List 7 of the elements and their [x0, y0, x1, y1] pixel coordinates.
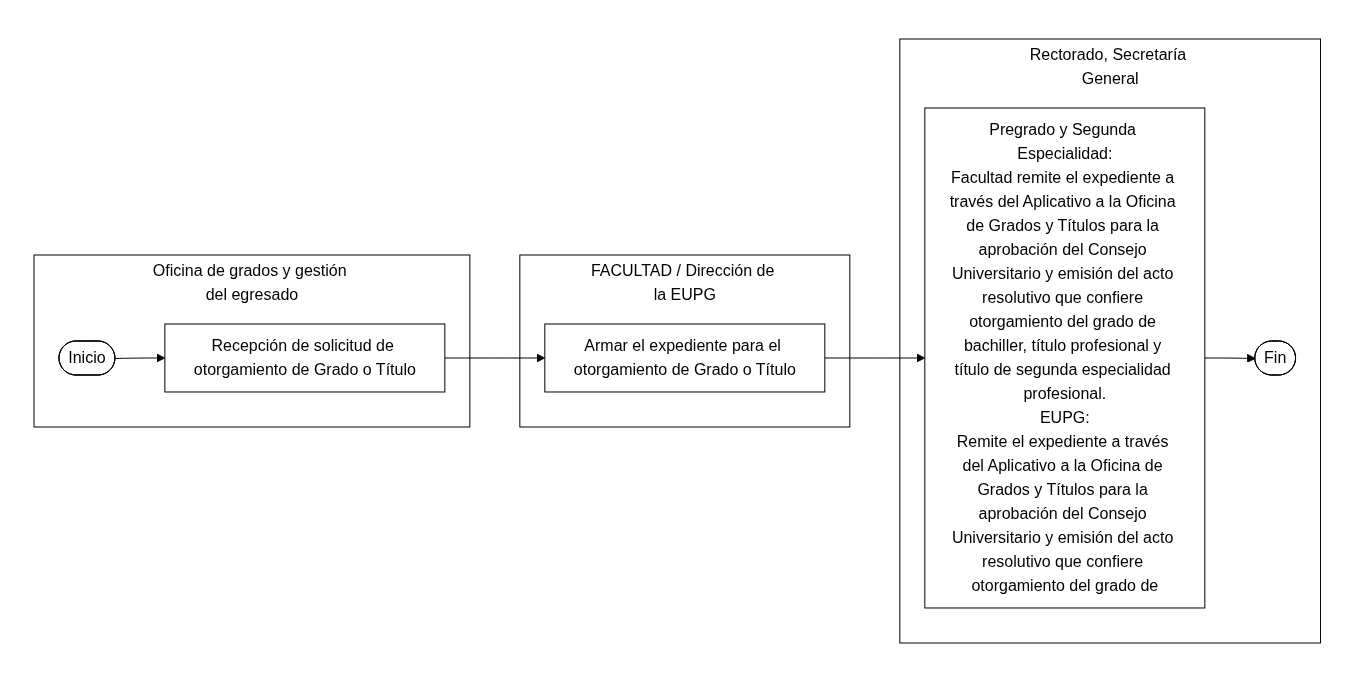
- arrow: [824, 353, 926, 363]
- arrow: [444, 353, 546, 363]
- node-box: Recepción de solicitud de otorgamiento de Grado o Título: [164, 323, 446, 393]
- node-box: Pregrado y Segunda Especialidad: Facultad remite el expediente a través del Aplicativo a la Oficina de Grados y Títulos para la aprobación del Consejo Universitario y emisión del acto resolutivo que confiere otorgamiento del grado de bachiller, título profesional y título de segunda especialidad profesional. EUPG: Remite el expediente a través del Aplicativo a la Oficina de Grados y Títulos para la aprobación del Consejo Universitario y emisión del acto resolutivo que confiere otorgamiento del grado de: [924, 107, 1206, 609]
- node-box: Armar el expediente para el otorgamiento de Grado o Título: [544, 323, 826, 393]
- arrow: [1204, 353, 1256, 363]
- arrow: [115, 353, 166, 363]
